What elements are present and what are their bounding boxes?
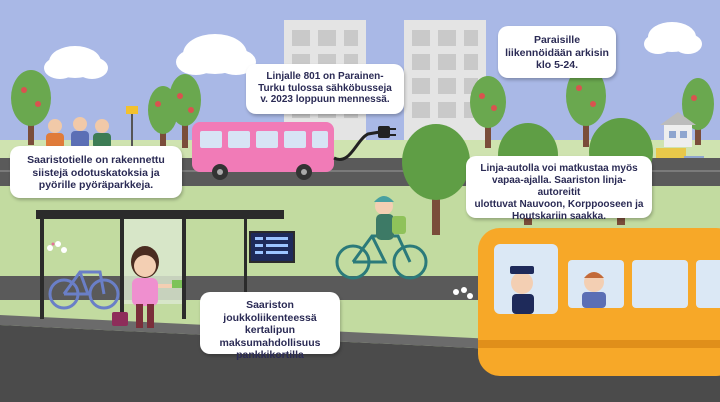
bubble-line: maksumahdollisuus: [219, 336, 321, 349]
bubble-line: klo 5-24.: [535, 59, 579, 71]
waiting-people-icon: [46, 117, 111, 149]
tree-icon: [169, 74, 201, 148]
cloud-icon: [176, 34, 256, 75]
bubble-line: pankkikortilla: [236, 349, 304, 361]
bus-stop-sign-icon: [126, 106, 138, 148]
timetable-display-icon: [249, 231, 295, 263]
passenger-icon: [582, 272, 606, 308]
tree-icon: [470, 76, 506, 148]
bus-driver-icon: [510, 266, 534, 314]
bike-travel-bubble: Linja-autolla voi matkustaa myös vapaa-a…: [466, 156, 652, 222]
tree-icon: [566, 66, 606, 147]
bubble-line: kertalipun: [244, 324, 296, 336]
bubble-line: Linja-autolla voi matkustaa myös: [480, 163, 638, 174]
flower-icon: [453, 287, 473, 299]
bubble-line: Houtskariin saakka.: [512, 211, 606, 222]
card-payment-bubble: Saariston joukkoliikenteessä kertalipun …: [200, 292, 340, 361]
bicycle-icon: [48, 270, 120, 310]
bubble-line: pyörille pyöräparkkeja.: [38, 179, 154, 191]
bubble-line: Saariston joukkoliikenteessä: [223, 299, 317, 324]
cyclist-icon: [335, 196, 428, 280]
bubble-line: Saaristotielle on rakennettu: [27, 154, 165, 166]
pink-electric-bus-icon: [192, 122, 334, 180]
cloud-icon: [44, 46, 108, 79]
bubble-line: Linjalle 801 on Parainen-: [266, 71, 384, 82]
bubble-line: liikennöidään arkisin: [505, 46, 609, 59]
flower-icon: [47, 241, 67, 253]
electric-buses-bubble: Linjalle 801 on Parainen- Turku tulossa …: [246, 64, 404, 114]
charging-plug-icon: [333, 126, 396, 161]
tree-icon: [11, 70, 51, 145]
bubble-line: ulottuvat Nauvoon, Korppooseen ja: [474, 199, 644, 210]
shelters-bubble: Saaristotielle on rakennettu siistejä od…: [10, 146, 182, 198]
woman-with-bag-icon: [112, 246, 182, 328]
bubble-line: Turku tulossa sähköbusseja: [258, 82, 392, 94]
operating-hours-bubble: Paraisille liikennöidään arkisin klo 5-2…: [498, 26, 616, 78]
bubble-line: v. 2023 loppuun mennessä.: [260, 94, 390, 105]
bubble-line: siistejä odotuskatoksia ja: [32, 166, 160, 179]
house-icon: [660, 112, 696, 147]
cloud-icon: [644, 22, 702, 54]
bubble-line: Paraisille: [533, 34, 581, 46]
tree-icon: [402, 124, 470, 235]
bubble-line: vapaa-ajalla. Saariston linja-autoreitit: [492, 175, 626, 198]
tree-icon: [682, 78, 714, 145]
